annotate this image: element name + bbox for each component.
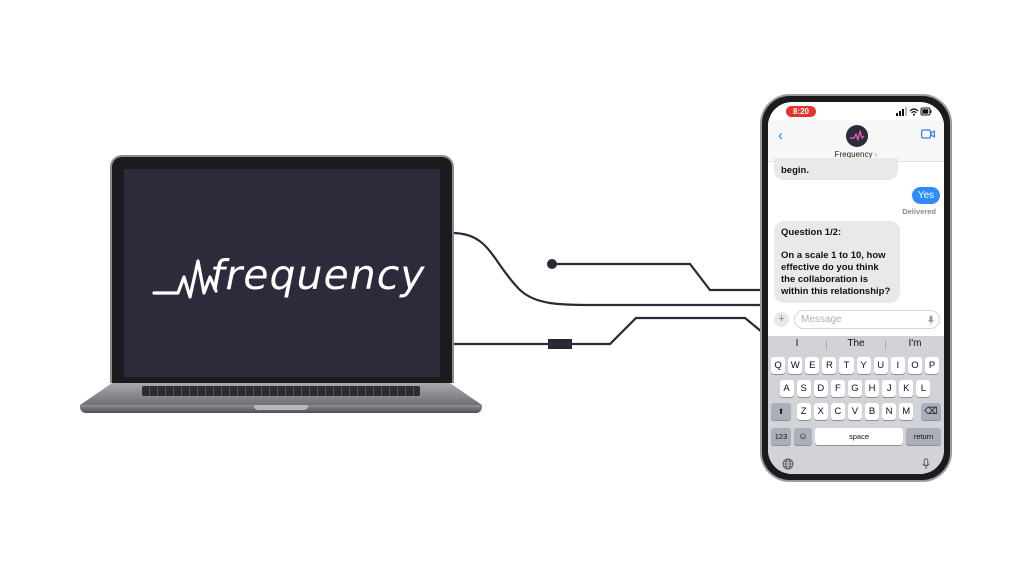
contact-chevron-icon: ›	[874, 150, 878, 159]
phone-screen: 8:20 ‹	[768, 102, 944, 474]
conversation-header: ‹ Frequency ›	[768, 120, 944, 162]
key-y[interactable]: Y	[856, 357, 871, 374]
avatar-waveform-icon	[850, 130, 865, 141]
message-bubble-incoming: begin.	[774, 158, 898, 180]
laptop: frequency	[110, 155, 454, 383]
wire-dot-terminal	[547, 259, 557, 269]
key-r[interactable]: R	[822, 357, 837, 374]
delete-key[interactable]: ⌫	[921, 403, 941, 420]
message-line: On a scale 1 to 10, how	[781, 249, 886, 261]
contact-name: Frequency	[834, 150, 873, 159]
key-d[interactable]: D	[813, 380, 828, 397]
key-f[interactable]: F	[830, 380, 845, 397]
frequency-logo: frequency	[152, 247, 425, 307]
key-m[interactable]: M	[899, 403, 914, 420]
dictation-microphone-icon[interactable]	[928, 315, 934, 325]
delivery-status: Delivered	[902, 207, 936, 216]
status-icons	[896, 107, 932, 116]
wire-connector	[548, 339, 572, 349]
composer: +	[768, 308, 944, 332]
contact-avatar[interactable]	[846, 125, 868, 147]
key-j[interactable]: J	[882, 380, 897, 397]
laptop-base	[80, 383, 482, 415]
wire-upper	[451, 231, 762, 307]
message-line: within this relationship?	[781, 285, 891, 297]
contact-name-row[interactable]: Frequency ›	[768, 150, 944, 159]
key-i[interactable]: I	[890, 357, 905, 374]
microphone-icon[interactable]	[920, 458, 932, 470]
key-v[interactable]: V	[847, 403, 862, 420]
shift-key[interactable]: ⬆	[771, 403, 791, 420]
message-line	[781, 239, 900, 250]
suggestion-divider	[826, 340, 827, 350]
key-p[interactable]: P	[924, 357, 940, 374]
laptop-screen: frequency	[124, 169, 440, 377]
key-n[interactable]: N	[882, 403, 897, 420]
wire-dot	[552, 262, 762, 292]
numbers-key[interactable]: 123	[771, 428, 791, 445]
key-h[interactable]: H	[865, 380, 880, 397]
signal-icon	[896, 107, 907, 116]
return-key[interactable]: return	[906, 428, 941, 445]
wifi-icon	[909, 108, 919, 114]
back-chevron-icon[interactable]: ‹	[778, 127, 783, 144]
suggestion-2[interactable]: The	[847, 338, 865, 349]
key-q[interactable]: Q	[771, 357, 786, 374]
wire-lower	[452, 316, 763, 346]
key-s[interactable]: S	[796, 380, 811, 397]
key-z[interactable]: Z	[796, 403, 811, 420]
space-key[interactable]: space	[815, 428, 903, 445]
key-o[interactable]: O	[907, 357, 922, 374]
key-c[interactable]: C	[830, 403, 845, 420]
message-line: Question 1/2:	[781, 227, 842, 238]
laptop-keyboard	[142, 386, 420, 396]
key-g[interactable]: G	[847, 380, 863, 397]
globe-icon[interactable]	[782, 458, 794, 470]
suggestion-divider	[885, 340, 886, 350]
key-t[interactable]: T	[839, 357, 854, 374]
status-time: 8:20	[786, 106, 816, 117]
message-text: Yes	[917, 190, 935, 201]
key-e[interactable]: E	[805, 357, 820, 374]
message-line: the collaboration is	[781, 273, 869, 285]
key-x[interactable]: X	[813, 403, 828, 420]
message-bubble-incoming: Question 1/2: On a scale 1 to 10, how ef…	[774, 221, 900, 303]
key-u[interactable]: U	[873, 357, 888, 374]
emoji-key[interactable]: ☺	[794, 428, 812, 445]
laptop-lid-notch	[254, 405, 308, 410]
message-bubble-outgoing: Yes	[912, 187, 940, 204]
key-l[interactable]: L	[916, 380, 931, 397]
phone: 8:20 ‹	[760, 94, 952, 482]
message-thread: begin. Yes Delivered Question 1/2: On a …	[768, 158, 944, 303]
key-b[interactable]: B	[864, 403, 880, 420]
message-input[interactable]	[794, 310, 940, 329]
waveform-logo-icon	[152, 259, 218, 299]
message-text: begin.	[781, 165, 809, 176]
key-k[interactable]: K	[899, 380, 914, 397]
video-camera-icon[interactable]	[921, 129, 935, 139]
message-line: effective do you think	[781, 261, 879, 273]
suggestion-3[interactable]: I'm	[908, 338, 922, 349]
status-bar: 8:20	[768, 102, 944, 120]
logo-wordmark: frequency	[210, 251, 426, 299]
key-w[interactable]: W	[788, 357, 803, 374]
predictive-bar: I The I'm	[768, 336, 944, 354]
battery-icon	[920, 107, 932, 116]
suggestion-1[interactable]: I	[795, 338, 799, 349]
apps-plus-button[interactable]: +	[774, 312, 789, 327]
key-a[interactable]: A	[779, 380, 794, 397]
